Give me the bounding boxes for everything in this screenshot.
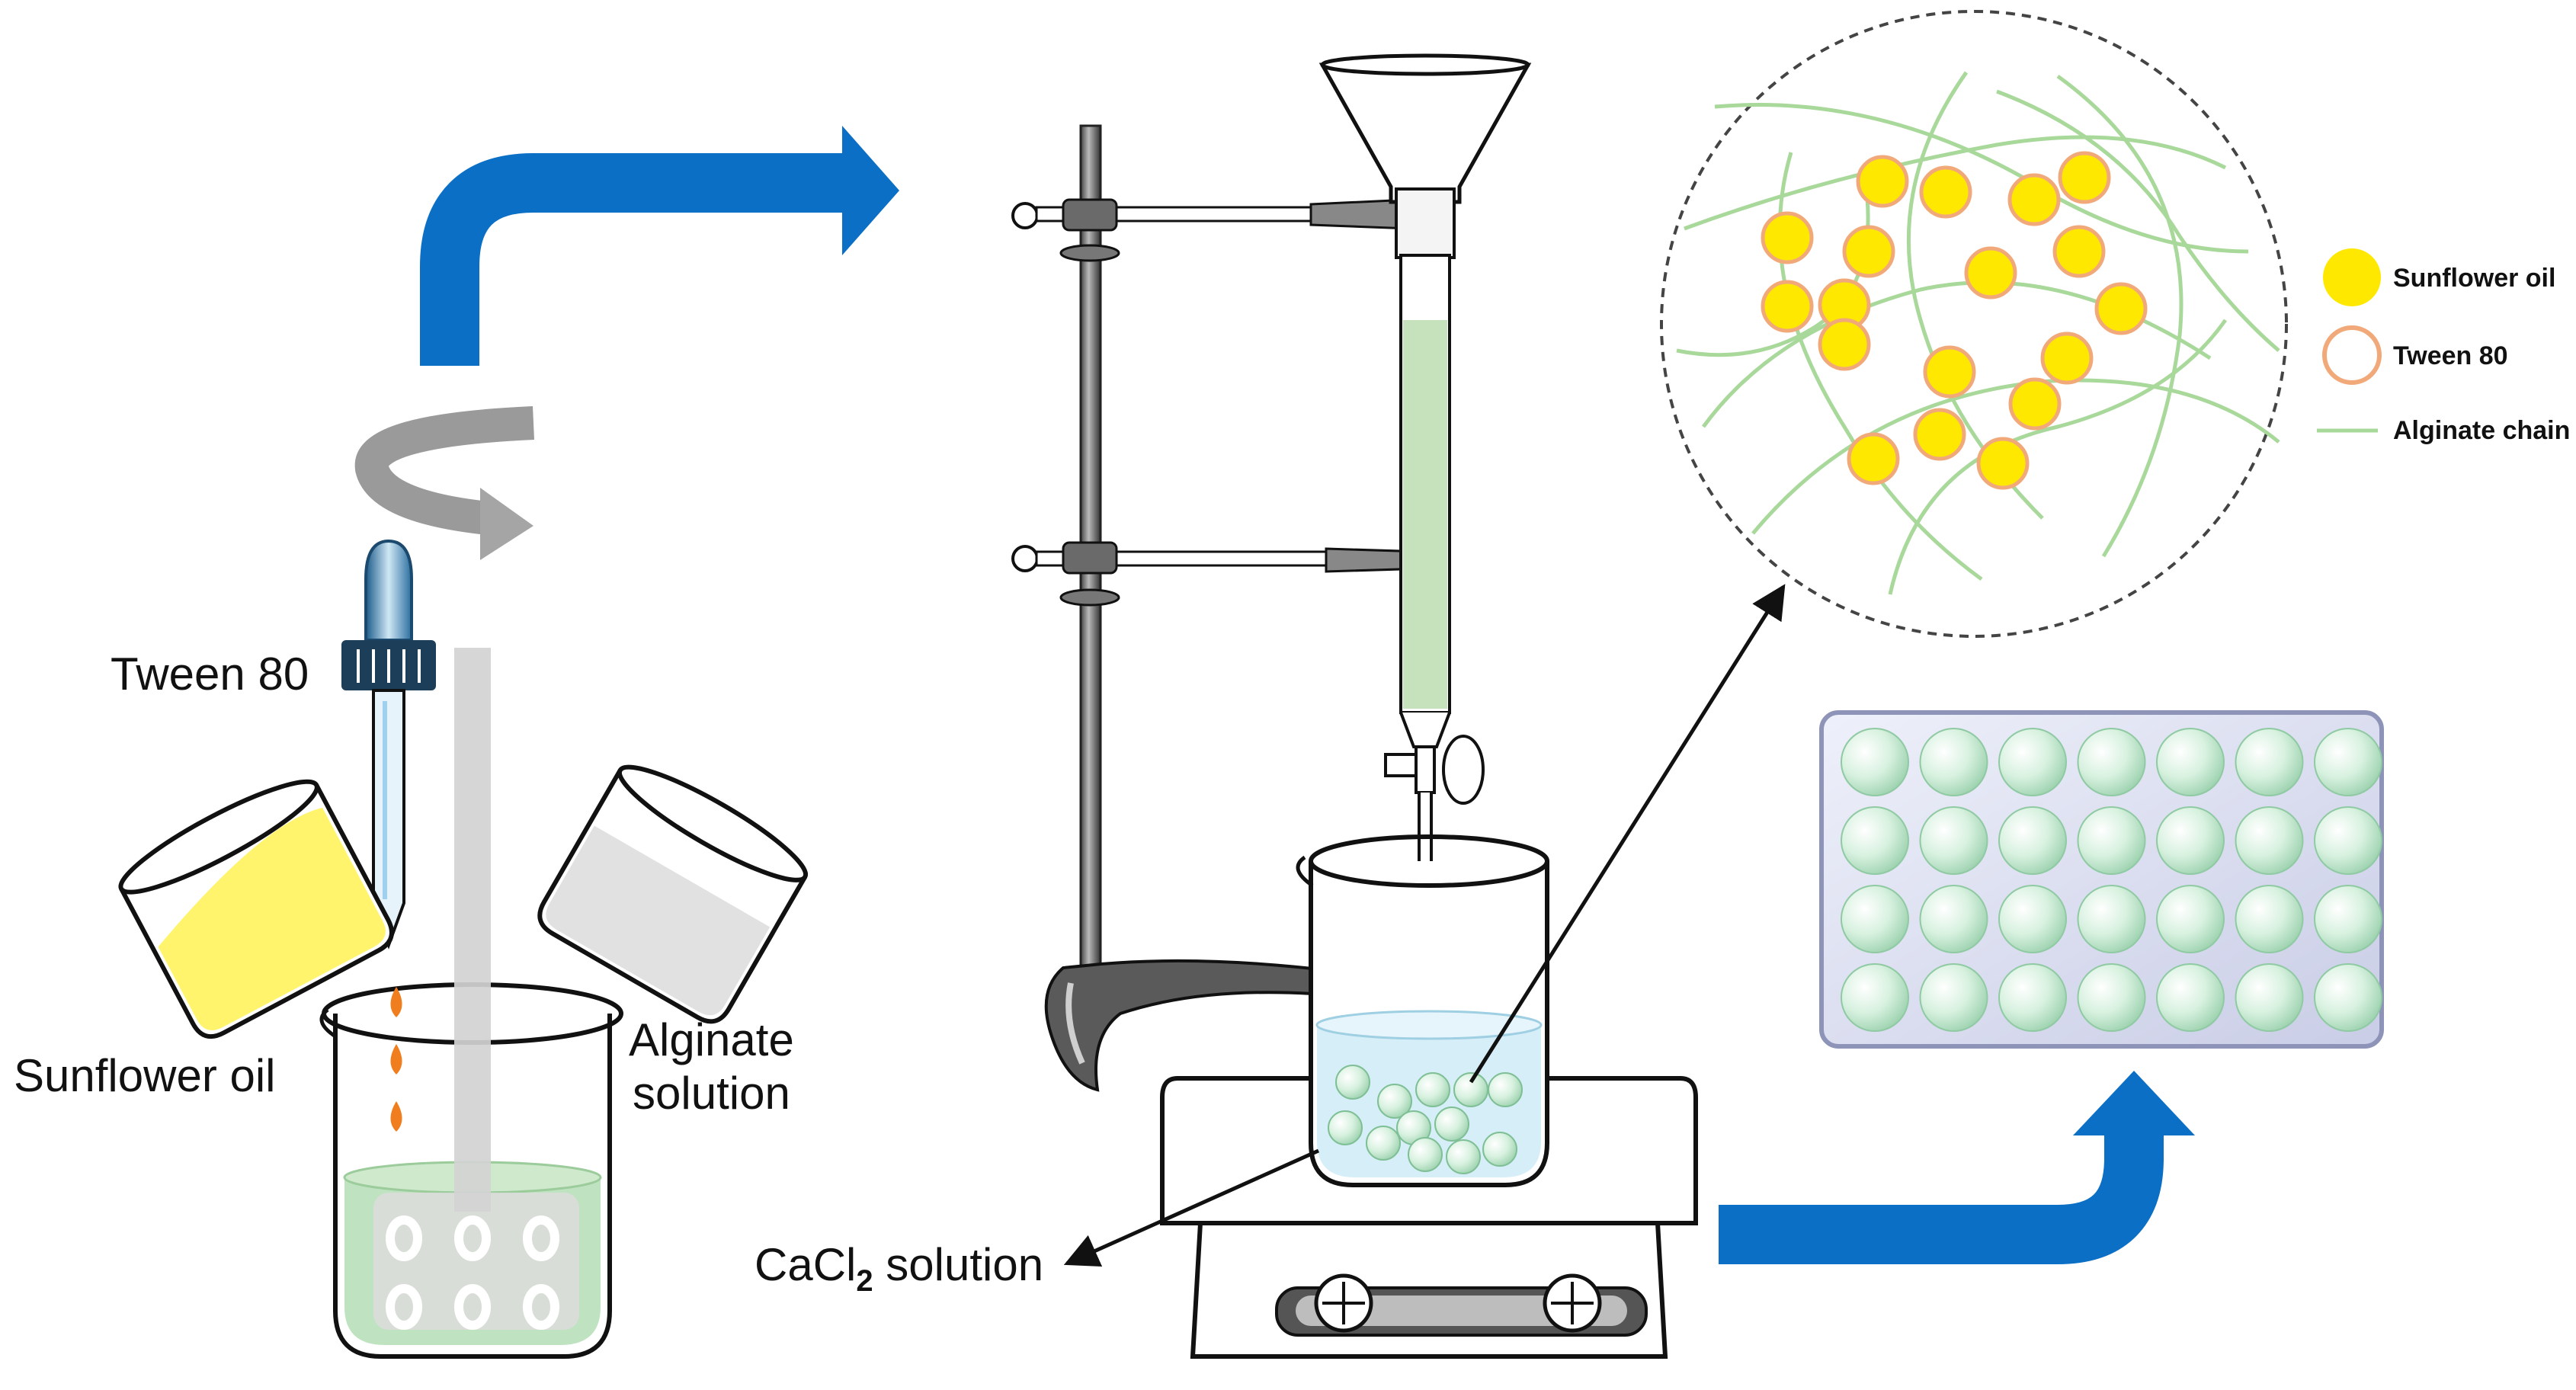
burette bbox=[1384, 187, 1485, 887]
tray-bead bbox=[2077, 963, 2146, 1032]
alginate-label-line2: solution bbox=[633, 1068, 790, 1119]
tray-bead bbox=[1998, 885, 2067, 953]
stirrer-knob-right-icon[interactable] bbox=[1543, 1273, 1602, 1333]
flow-arrow-top bbox=[420, 126, 899, 366]
alginate-solution-beaker bbox=[537, 764, 809, 1024]
bead-tray bbox=[1819, 710, 2384, 1049]
funnel bbox=[1318, 53, 1532, 204]
tray-bead bbox=[1841, 963, 1909, 1032]
tray-bead bbox=[2077, 728, 2146, 796]
cacl2-pointer-arrow bbox=[1063, 1148, 1320, 1267]
sunflower-oil-label: Sunflower oil bbox=[14, 1050, 276, 1101]
zoom-pointer-arrow bbox=[1469, 584, 1786, 1084]
tween-80-label: Tween 80 bbox=[111, 649, 309, 700]
lower-clamp bbox=[1011, 541, 1450, 607]
stirrer-rod bbox=[454, 648, 491, 1212]
upper-clamp bbox=[1011, 198, 1411, 262]
stirrer-knob-left-icon[interactable] bbox=[1314, 1273, 1373, 1333]
tray-bead bbox=[2156, 963, 2225, 1032]
legend-label-sunflower-oil: Sunflower oil bbox=[2393, 264, 2555, 293]
tray-bead bbox=[1998, 963, 2067, 1032]
tray-bead bbox=[1841, 806, 1909, 875]
tray-bead bbox=[2077, 885, 2146, 953]
emulsion-droplet-rings bbox=[386, 1215, 559, 1330]
legend-item-tween-80: Tween 80 bbox=[2322, 325, 2508, 385]
tray-bead bbox=[2235, 963, 2304, 1032]
sunflower-oil-beaker bbox=[118, 779, 394, 1039]
sunflower-oil-dot-icon bbox=[2323, 248, 2381, 306]
legend-item-alginate-chain: Alginate chain bbox=[2317, 416, 2570, 445]
flow-arrow-bottom bbox=[1719, 1071, 2195, 1264]
tray-bead bbox=[2314, 885, 2382, 953]
tray-bead bbox=[1841, 728, 1909, 796]
legend-label-alginate-chain: Alginate chain bbox=[2393, 416, 2570, 445]
tray-beads bbox=[1841, 728, 2382, 1032]
tray-bead bbox=[2235, 885, 2304, 953]
tray-bead bbox=[1919, 728, 1988, 796]
legend: Sunflower oil Tween 80 Alginate chain bbox=[2317, 248, 2570, 445]
dropper-icon bbox=[341, 539, 436, 950]
legend-item-sunflower-oil: Sunflower oil bbox=[2323, 248, 2555, 306]
cacl2-solution-label: CaCl2 solution bbox=[755, 1239, 1043, 1298]
tray-bead bbox=[2156, 728, 2225, 796]
rotation-arrow-icon bbox=[354, 406, 535, 560]
tray-bead bbox=[2156, 885, 2225, 953]
tray-bead bbox=[2314, 963, 2382, 1032]
legend-label-tween-80: Tween 80 bbox=[2393, 341, 2508, 370]
oil-droplets bbox=[1761, 151, 2148, 490]
tray-bead bbox=[2077, 806, 2146, 875]
tray-bead bbox=[2235, 728, 2304, 796]
tray-bead bbox=[1919, 963, 1988, 1032]
bead-microstructure-zoom bbox=[1660, 10, 2288, 638]
calcium-alginate-beads-in-beaker bbox=[1328, 1065, 1523, 1174]
tween-80-ring-icon bbox=[2322, 325, 2382, 385]
tray-bead bbox=[1998, 806, 2067, 875]
tray-bead bbox=[2314, 806, 2382, 875]
tray-bead bbox=[1998, 728, 2067, 796]
tray-bead bbox=[1919, 885, 1988, 953]
tray-bead bbox=[2156, 806, 2225, 875]
tray-bead bbox=[1919, 806, 1988, 875]
tray-bead bbox=[2314, 728, 2382, 796]
tray-bead bbox=[1841, 885, 1909, 953]
oil-drops bbox=[390, 987, 402, 1132]
alginate-label-line1: Alginate bbox=[629, 1014, 794, 1065]
tray-bead bbox=[2235, 806, 2304, 875]
